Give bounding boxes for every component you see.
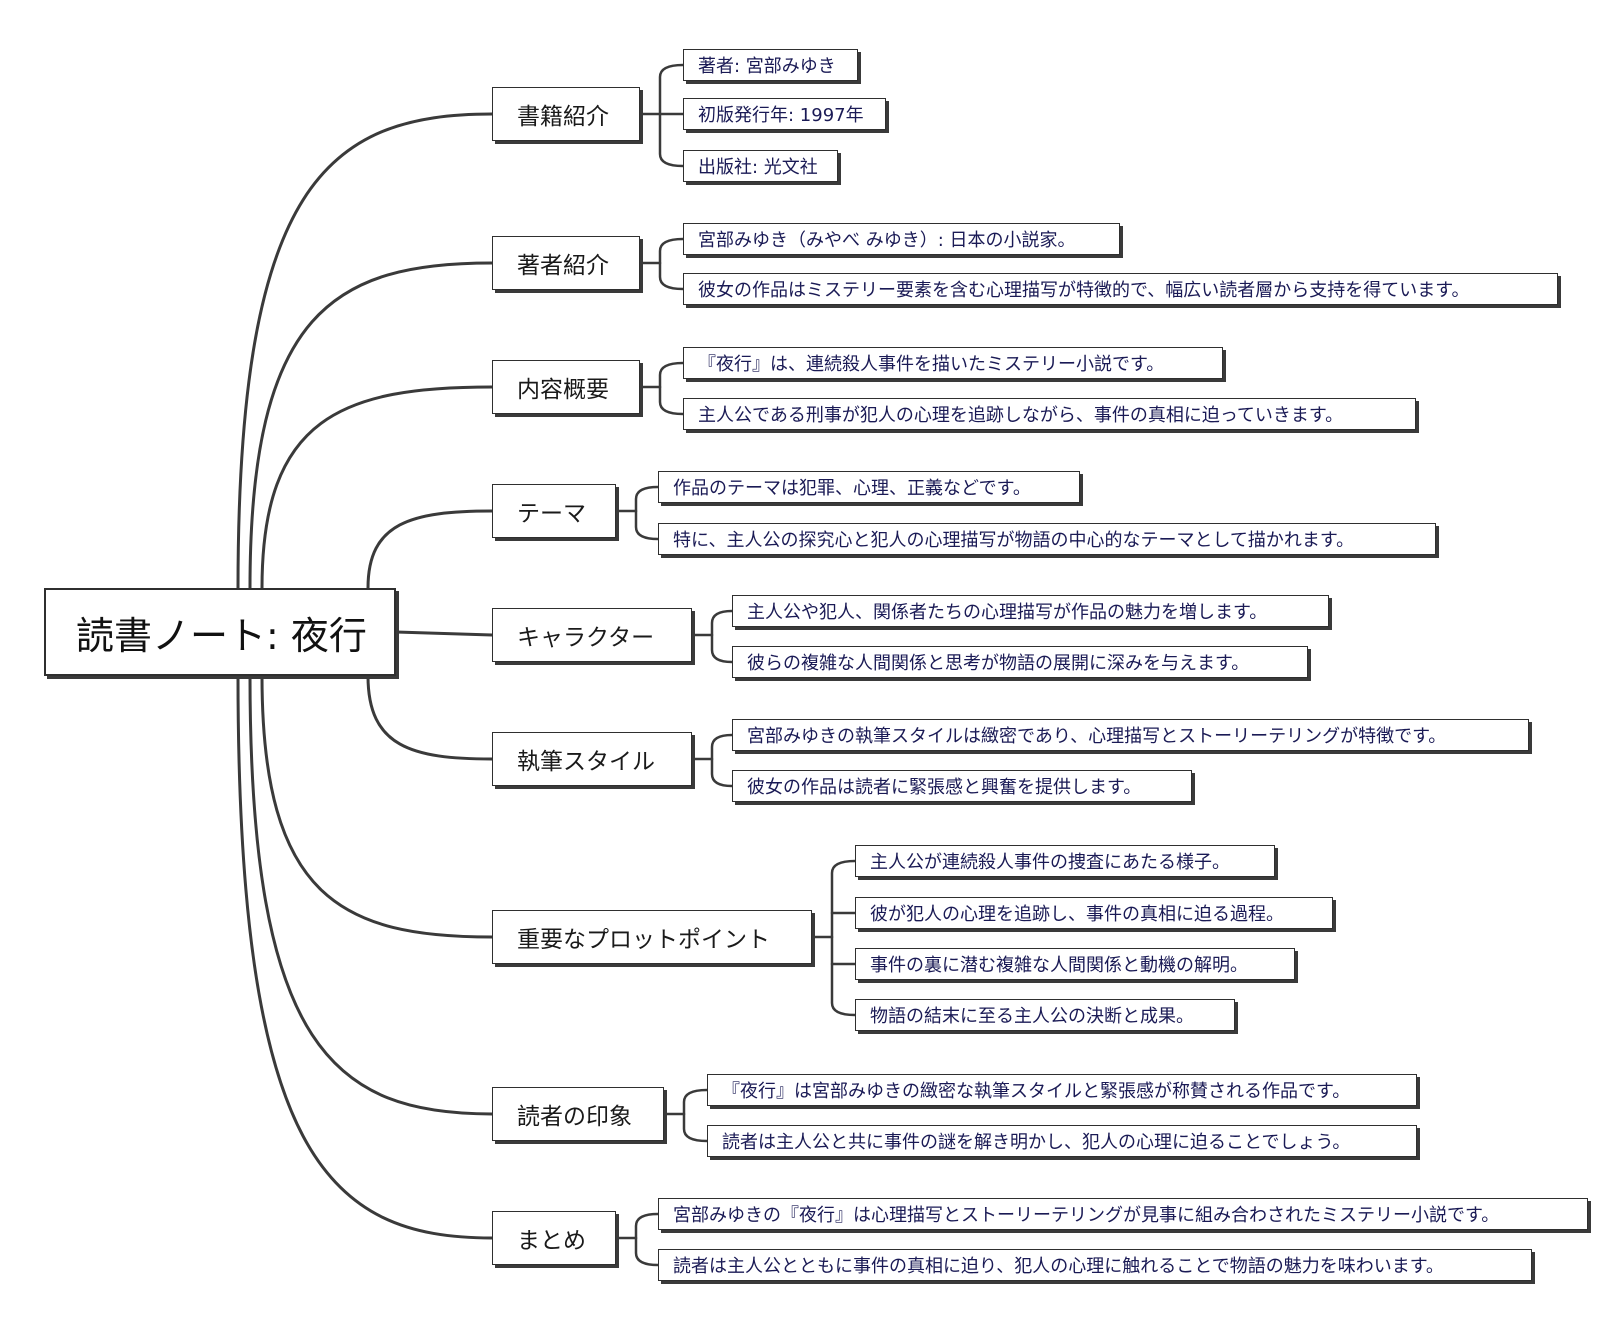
leaf-text: 読者は主人公と共に事件の謎を解き明かし、犯人の心理に迫ることでしょう。 <box>722 1132 1351 1153</box>
connector-line <box>236 674 494 1240</box>
leaf-theme-1[interactable]: 作品のテーマは犯罪、心理、正義などです。 <box>658 471 1080 503</box>
leaf-conclusion-1[interactable]: 宮部みゆきの『夜行』は心理描写とストーリーテリングが見事に組み合わされたミステリ… <box>658 1198 1588 1230</box>
connector-line <box>236 112 494 590</box>
connector-line <box>366 509 494 590</box>
leaf-summary-2[interactable]: 主人公である刑事が犯人の心理を追跡しながら、事件の真相に迫っていきます。 <box>683 398 1416 430</box>
leaf-style-2[interactable]: 彼女の作品は読者に緊張感と興奮を提供します。 <box>732 770 1192 802</box>
leaf-plot-2[interactable]: 彼が犯人の心理を追跡し、事件の真相に迫る過程。 <box>855 897 1333 929</box>
branch-conclusion[interactable]: まとめ <box>492 1211 616 1265</box>
leaf-text: 『夜行』は宮部みゆきの緻密な執筆スタイルと緊張感が称賛される作品です。 <box>722 1081 1351 1102</box>
leaf-text: 彼らの複雑な人間関係と思考が物語の展開に深みを与えます。 <box>747 653 1250 674</box>
leaf-plot-4[interactable]: 物語の結末に至る主人公の決断と成果。 <box>855 999 1235 1031</box>
leaf-text: 宮部みゆき（みやべ みゆき）: 日本の小説家。 <box>698 230 1076 251</box>
leaf-summary-1[interactable]: 『夜行』は、連続殺人事件を描いたミステリー小説です。 <box>683 347 1223 379</box>
connector-line <box>248 261 494 590</box>
leaf-theme-2[interactable]: 特に、主人公の探究心と犯人の心理描写が物語の中心的なテーマとして描かれます。 <box>658 523 1436 555</box>
leaf-text: 著者: 宮部みゆき <box>698 56 836 77</box>
connector-line <box>394 630 494 637</box>
leaf-text: 特に、主人公の探究心と犯人の心理描写が物語の中心的なテーマとして描かれます。 <box>673 530 1355 551</box>
branch-writing-style[interactable]: 執筆スタイル <box>492 732 692 786</box>
root-node[interactable]: 読書ノート: 夜行 <box>44 588 396 676</box>
leaf-author-style[interactable]: 彼女の作品はミステリー要素を含む心理描写が特徴的で、幅広い読者層から支持を得てい… <box>683 273 1558 305</box>
branch-characters[interactable]: キャラクター <box>492 608 692 662</box>
connector-line <box>260 674 494 939</box>
branch-plot-points[interactable]: 重要なプロットポイント <box>492 910 812 964</box>
leaf-text: 彼女の作品はミステリー要素を含む心理描写が特徴的で、幅広い読者層から支持を得てい… <box>698 280 1470 301</box>
connector-line <box>658 63 685 168</box>
branch-summary[interactable]: 内容概要 <box>492 360 640 414</box>
leaf-text: 彼女の作品は読者に緊張感と興奮を提供します。 <box>747 777 1142 798</box>
connector-line <box>710 733 734 788</box>
branch-label: 書籍紹介 <box>517 104 609 130</box>
leaf-style-1[interactable]: 宮部みゆきの執筆スタイルは緻密であり、心理描写とストーリーテリングが特徴です。 <box>732 719 1529 751</box>
branch-author-intro[interactable]: 著者紹介 <box>492 236 640 290</box>
leaf-text: 彼が犯人の心理を追跡し、事件の真相に迫る過程。 <box>870 904 1284 925</box>
leaf-author[interactable]: 著者: 宮部みゆき <box>683 49 858 81</box>
leaf-characters-1[interactable]: 主人公や犯人、関係者たちの心理描写が作品の魅力を増します。 <box>732 595 1329 627</box>
leaf-conclusion-2[interactable]: 読者は主人公とともに事件の真相に迫り、犯人の心理に触れることで物語の魅力を味わい… <box>658 1249 1532 1281</box>
leaf-plot-1[interactable]: 主人公が連続殺人事件の捜査にあたる様子。 <box>855 845 1275 877</box>
leaf-characters-2[interactable]: 彼らの複雑な人間関係と思考が物語の展開に深みを与えます。 <box>732 646 1308 678</box>
leaf-text: 読者は主人公とともに事件の真相に迫り、犯人の心理に触れることで物語の魅力を味わい… <box>673 1256 1444 1277</box>
leaf-author-profile[interactable]: 宮部みゆき（みやべ みゆき）: 日本の小説家。 <box>683 223 1120 255</box>
leaf-text: 『夜行』は、連続殺人事件を描いたミステリー小説です。 <box>698 354 1165 375</box>
leaf-text: 宮部みゆきの執筆スタイルは緻密であり、心理描写とストーリーテリングが特徴です。 <box>747 726 1447 747</box>
leaf-text: 主人公が連続殺人事件の捜査にあたる様子。 <box>870 852 1230 873</box>
root-label: 読書ノート: 夜行 <box>76 613 367 658</box>
leaf-text: 出版社: 光文社 <box>698 157 818 178</box>
leaf-text: 作品のテーマは犯罪、心理、正義などです。 <box>673 478 1031 499</box>
branch-label: テーマ <box>517 501 586 527</box>
leaf-text: 初版発行年: 1997年 <box>698 105 864 126</box>
leaf-text: 主人公である刑事が犯人の心理を追跡しながら、事件の真相に迫っていきます。 <box>698 405 1344 426</box>
connector-line <box>634 485 660 541</box>
connector-line <box>634 1212 660 1267</box>
branch-theme[interactable]: テーマ <box>492 484 616 538</box>
connector-line <box>248 674 494 1116</box>
branch-label: キャラクター <box>517 625 655 651</box>
connector-line <box>366 674 494 761</box>
branch-book-intro[interactable]: 書籍紹介 <box>492 87 640 141</box>
leaf-impression-1[interactable]: 『夜行』は宮部みゆきの緻密な執筆スタイルと緊張感が称賛される作品です。 <box>707 1074 1417 1106</box>
leaf-text: 物語の結末に至る主人公の決断と成果。 <box>870 1006 1194 1027</box>
connector-line <box>682 1088 709 1143</box>
leaf-impression-2[interactable]: 読者は主人公と共に事件の謎を解き明かし、犯人の心理に迫ることでしょう。 <box>707 1125 1417 1157</box>
branch-reader-impression[interactable]: 読者の印象 <box>492 1087 664 1141</box>
connector-line <box>830 859 857 1017</box>
leaf-text: 主人公や犯人、関係者たちの心理描写が作品の魅力を増します。 <box>747 602 1268 623</box>
branch-label: まとめ <box>517 1228 586 1254</box>
leaf-publisher[interactable]: 出版社: 光文社 <box>683 150 838 182</box>
branch-label: 執筆スタイル <box>517 749 655 775</box>
branch-label: 読者の印象 <box>517 1104 632 1130</box>
leaf-text: 事件の裏に潜む複雑な人間関係と動機の解明。 <box>870 955 1248 976</box>
connector-line <box>658 237 685 291</box>
leaf-first-edition[interactable]: 初版発行年: 1997年 <box>683 98 886 130</box>
leaf-plot-3[interactable]: 事件の裏に潜む複雑な人間関係と動機の解明。 <box>855 948 1295 980</box>
leaf-text: 宮部みゆきの『夜行』は心理描写とストーリーテリングが見事に組み合わされたミステリ… <box>673 1205 1500 1226</box>
connector-line <box>658 361 685 416</box>
branch-label: 重要なプロットポイント <box>517 927 770 953</box>
connector-line <box>710 609 734 664</box>
branch-label: 著者紹介 <box>517 253 609 279</box>
connector-line <box>260 385 494 590</box>
branch-label: 内容概要 <box>517 377 609 403</box>
